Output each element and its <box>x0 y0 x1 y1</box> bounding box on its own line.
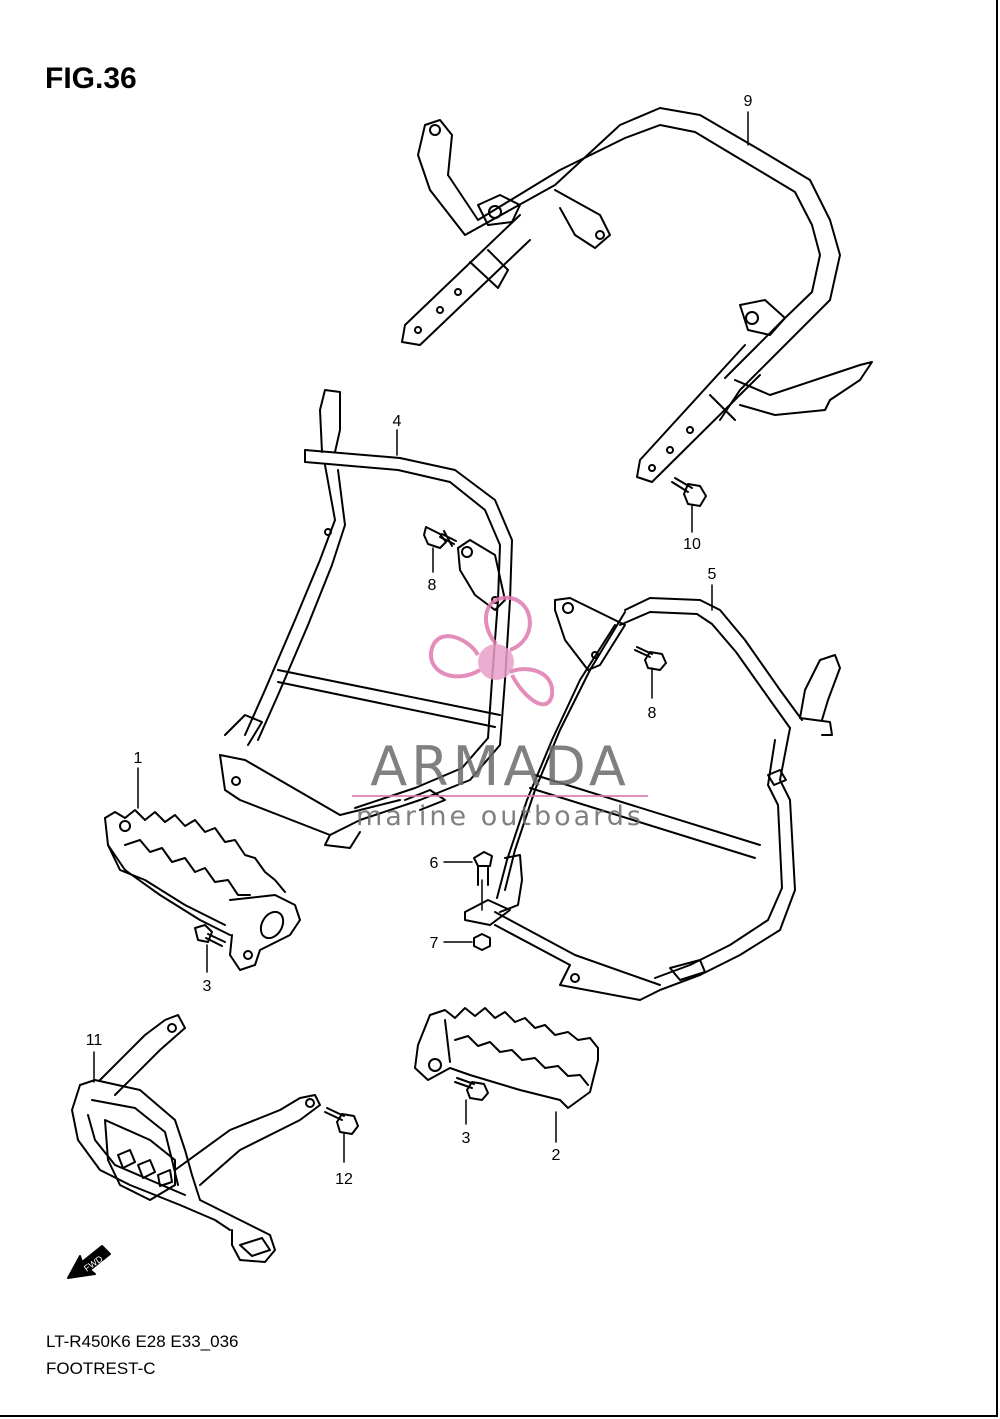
callout-6: 6 <box>430 855 439 872</box>
callout-group: 9 4 8 10 5 8 1 3 6 7 11 12 3 2 FWD <box>82 93 753 1274</box>
callout-4: 4 <box>393 413 402 430</box>
propeller-logo-icon <box>428 595 555 707</box>
callout-3a: 3 <box>203 978 212 995</box>
callout-9: 9 <box>744 93 753 110</box>
callout-3b: 3 <box>462 1130 471 1147</box>
callout-10: 10 <box>683 536 701 553</box>
frame-5 <box>464 597 841 1001</box>
bolt-10 <box>671 477 707 507</box>
footrest-1 <box>104 809 301 971</box>
callout-11: 11 <box>86 1032 103 1049</box>
bolt-3a <box>194 924 226 947</box>
bolt-8b <box>634 646 667 671</box>
figure-title: FIG.36 <box>45 62 137 95</box>
bolt-6 <box>473 851 493 886</box>
watermark-tagline: marine outboards <box>356 801 644 832</box>
section-name: FOOTREST-C <box>46 1359 156 1378</box>
callout-12: 12 <box>335 1171 353 1188</box>
nut-7 <box>473 933 491 951</box>
bolt-8a <box>423 526 457 549</box>
callout-8a: 8 <box>428 577 437 594</box>
fwd-arrow-icon <box>67 1245 111 1279</box>
model-code: LT-R450K6 E28 E33_036 <box>46 1332 239 1351</box>
callout-7: 7 <box>430 935 439 952</box>
watermark: ARMADA marine outboards <box>352 595 648 832</box>
callout-8b: 8 <box>648 705 657 722</box>
bolt-3b <box>454 1077 489 1101</box>
watermark-brand: ARMADA <box>370 735 630 798</box>
frame-9 <box>401 107 873 483</box>
footrest-2 <box>414 1007 599 1109</box>
guard-11 <box>71 1014 321 1263</box>
bolt-12 <box>324 1107 359 1135</box>
callout-1: 1 <box>134 750 143 767</box>
callout-5: 5 <box>708 566 717 583</box>
callout-2: 2 <box>552 1147 561 1164</box>
